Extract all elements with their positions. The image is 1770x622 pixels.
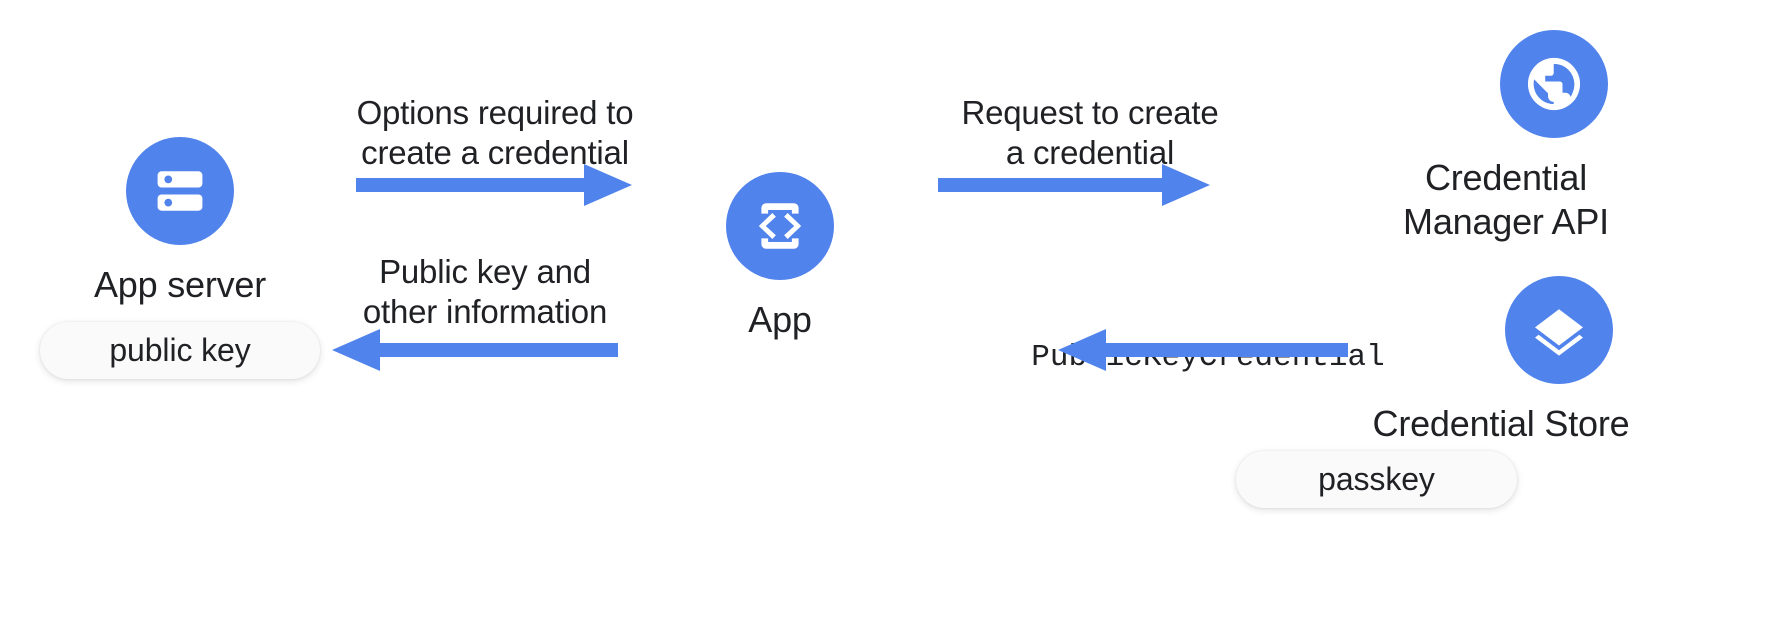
node-credential-manager-api: Credential Manager API bbox=[1403, 30, 1609, 244]
arrow-label-request-to-create: Request to create a credential bbox=[961, 94, 1219, 171]
arrow-label-public-key-and-info: Public key and other information bbox=[362, 253, 608, 330]
phone-code-icon bbox=[726, 172, 834, 280]
node-credential-store-label: Credential Store bbox=[1372, 403, 1630, 444]
server-icon bbox=[126, 137, 234, 245]
layers-icon bbox=[1505, 276, 1613, 384]
arrow-public-key-and-info bbox=[332, 327, 618, 373]
arrow-request-to-create bbox=[938, 162, 1210, 208]
node-app-server: App server bbox=[94, 137, 266, 307]
node-app-server-label: App server bbox=[93, 264, 267, 305]
chip-public-key: public key bbox=[40, 322, 320, 379]
chip-public-key-label: public key bbox=[109, 332, 251, 368]
arrow-options-required bbox=[356, 162, 632, 208]
arrow-label-options-required: Options required to create a credential bbox=[356, 94, 634, 171]
node-credential-store: Credential Store bbox=[1373, 276, 1630, 446]
node-app: App bbox=[721, 172, 839, 342]
node-app-label: App bbox=[748, 299, 812, 340]
globe-icon bbox=[1500, 30, 1608, 138]
arrow-public-key-credential bbox=[1058, 327, 1348, 373]
chip-passkey-label: passkey bbox=[1318, 461, 1435, 497]
chip-passkey: passkey bbox=[1236, 451, 1517, 508]
node-credential-manager-api-label: Credential Manager API bbox=[1403, 157, 1609, 242]
